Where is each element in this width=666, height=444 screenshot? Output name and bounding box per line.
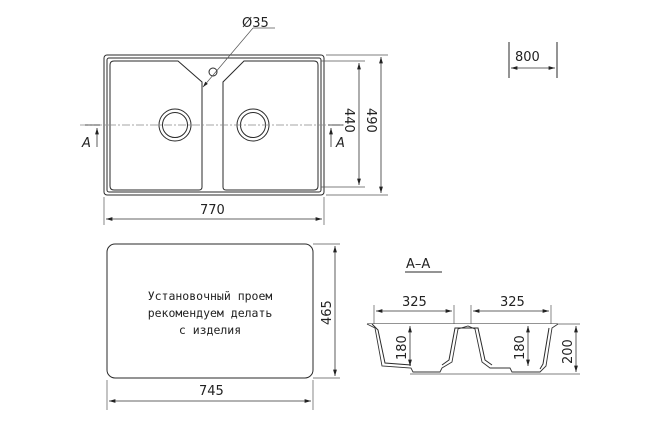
cabinet-width: 800 xyxy=(508,42,558,78)
cutout-note-line3: с изделия xyxy=(179,323,241,337)
cutout-width-label: 745 xyxy=(199,384,224,399)
section-marker-right: A xyxy=(335,136,345,151)
tap-hole xyxy=(208,67,218,77)
cutout-note-line1: Установочный проем xyxy=(148,289,273,303)
section-left-depth-label: 180 xyxy=(395,335,410,360)
section-view: A–A 325 325 180 180 200 xyxy=(366,257,580,375)
depth-label-440: 440 xyxy=(341,108,356,133)
top-view: A A Ø35 770 440 490 xyxy=(80,16,388,225)
cutout-depth-label: 465 xyxy=(320,300,335,325)
cabinet-width-label: 800 xyxy=(515,50,540,65)
left-drain xyxy=(158,108,192,142)
cutout-note-line2: рекомендуем делать xyxy=(148,306,273,320)
cutout-view: Установочный проем рекомендуем делать с … xyxy=(106,243,340,410)
section-total-depth-label: 200 xyxy=(561,339,576,364)
section-right-width-label: 325 xyxy=(500,295,525,310)
cutout-outline xyxy=(106,243,314,379)
right-bowl xyxy=(222,60,319,191)
section-title: A–A xyxy=(406,257,430,272)
section-right-depth-label: 180 xyxy=(513,335,528,360)
depth-label-490: 490 xyxy=(363,108,378,133)
section-left-width-label: 325 xyxy=(402,295,427,310)
width-label-770: 770 xyxy=(200,203,225,218)
hole-diameter-label: Ø35 xyxy=(242,16,269,31)
left-bowl xyxy=(109,60,203,191)
section-marker-left: A xyxy=(81,136,91,151)
